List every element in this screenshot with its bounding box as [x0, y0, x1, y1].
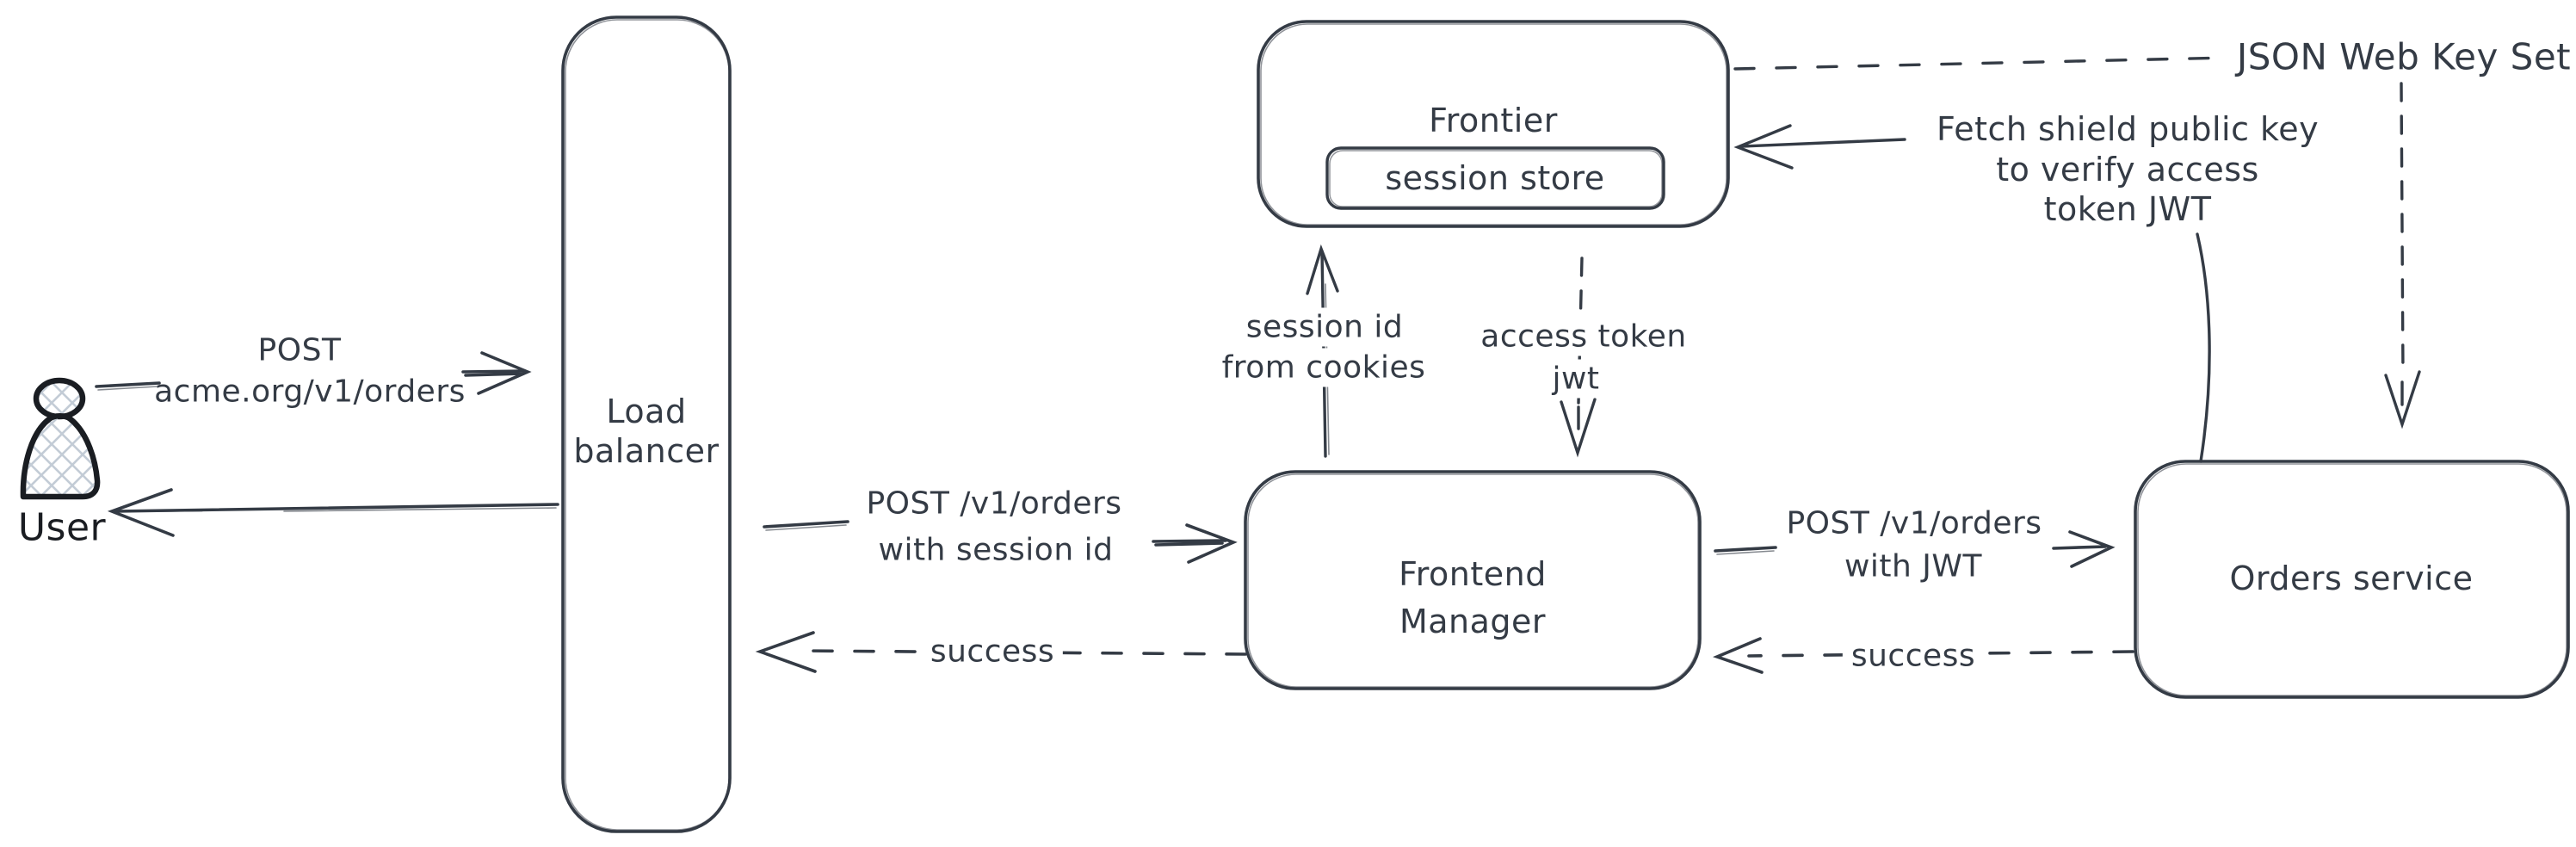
post-jwt-arrow [1714, 530, 2116, 568]
user-label: User [17, 505, 107, 550]
access-token-label-line2: jwt [1543, 359, 1609, 399]
access-token-label-line1: access token [1472, 317, 1696, 356]
load-balancer-label-line2: balancer [573, 432, 720, 470]
frontend-manager-box [1244, 470, 1702, 690]
post-session-arrow [763, 520, 1238, 564]
user-icon [20, 377, 101, 500]
load-balancer-label-line1: Load [606, 393, 687, 430]
load-balancer-box [561, 15, 732, 833]
frontier-label: Frontier [1429, 102, 1558, 139]
user-request-label-line1: POST [257, 332, 342, 368]
session-id-label-line1: session id [1237, 307, 1412, 347]
user-request-label-line2: acme.org/v1/orders [154, 374, 466, 410]
fetch-key-label-line2: to verify access [1996, 151, 2259, 189]
success-to-lb-label: success [921, 632, 1064, 671]
jwks-to-orders-arrow [2384, 82, 2421, 430]
orders-service-label: Orders service [2229, 560, 2474, 597]
orders-service-box [2134, 460, 2570, 699]
user-request-arrow [95, 351, 532, 395]
session-store-label: session store [1385, 159, 1605, 197]
post-jwt-label-line2: with JWT [1844, 548, 1983, 584]
session-id-label-line2: from cookies [1213, 348, 1435, 387]
session-store-box [1325, 146, 1665, 210]
post-jwt-label-line1: POST /v1/orders [1786, 505, 2042, 541]
success-to-fm-arrow [1712, 637, 2134, 674]
jwks-label: JSON Web Key Set [2236, 35, 2572, 78]
fetch-key-label-line3: token JWT [2043, 190, 2212, 228]
success-to-fm-label: success [1842, 636, 1985, 676]
fetch-key-label-line1: Fetch shield public key [1936, 110, 2320, 148]
return-to-user-arrow [107, 488, 559, 537]
post-session-label-line1: POST /v1/orders [866, 485, 1122, 522]
frontend-manager-label-line1: Frontend [1399, 555, 1547, 593]
jwks-dashed-line [1733, 56, 2231, 71]
frontier-box [1257, 20, 1730, 228]
post-session-label-line2: with session id [878, 532, 1114, 568]
fetch-key-connector-curve [2196, 232, 2211, 463]
fetch-key-arrow [1733, 124, 1906, 170]
frontend-manager-label-line2: Manager [1399, 603, 1547, 640]
